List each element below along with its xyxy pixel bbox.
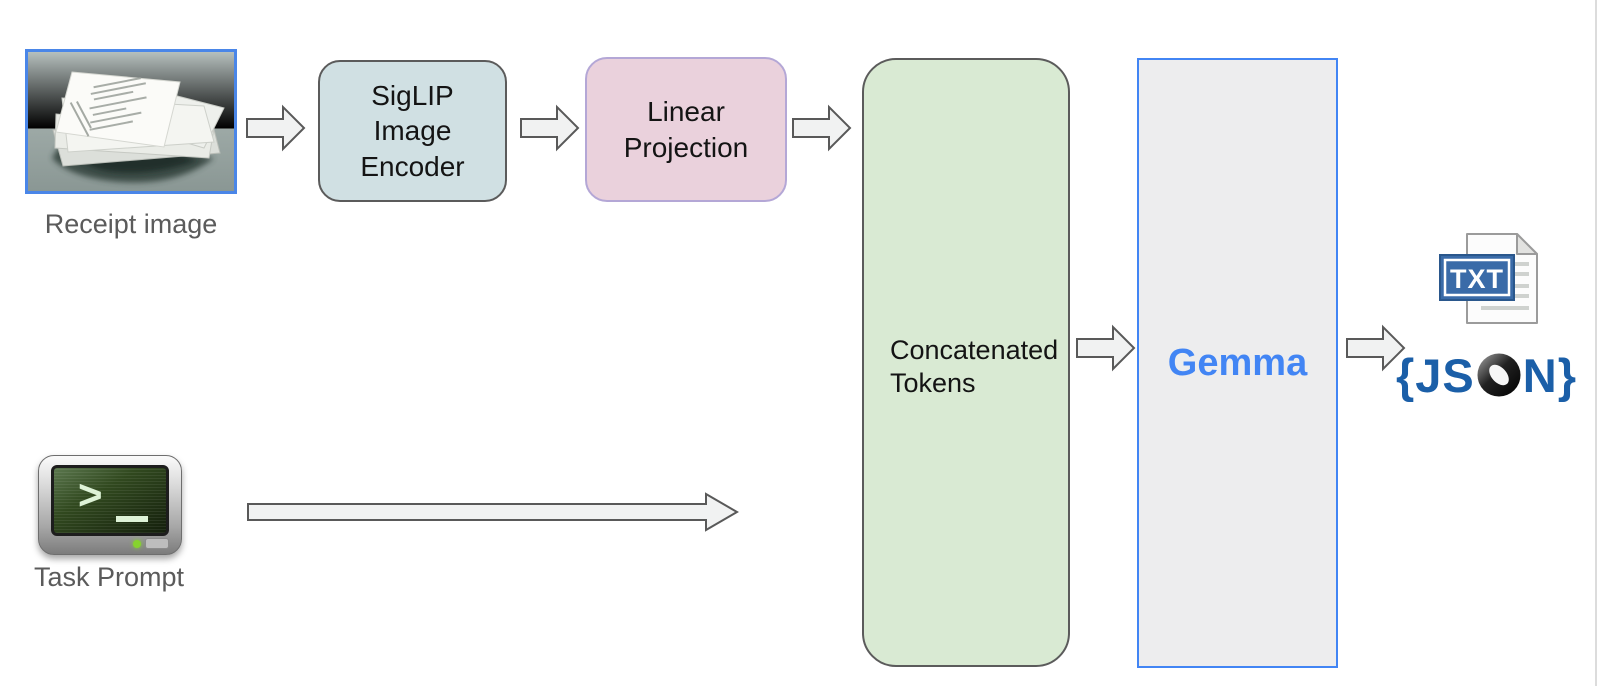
- flow-arrow-siglip-to-linear: [520, 104, 580, 152]
- gemma-model-node: Gemma: [1137, 58, 1338, 668]
- flow-arrow-linear-to-tokens: [792, 104, 852, 152]
- receipt-stack-photo: [25, 49, 237, 194]
- linear-projection-node: Linear Projection: [585, 57, 787, 202]
- terminal-icon: >: [38, 455, 182, 555]
- siglip-encoder-label: SigLIP Image Encoder: [360, 79, 465, 182]
- flow-arrow-gemma-to-outputs: [1346, 324, 1406, 372]
- receipt-photo-art: [28, 52, 234, 191]
- receipt-image-label: Receipt image: [44, 209, 218, 239]
- terminal-power-led: [133, 540, 141, 548]
- json-o-torus-icon: [1476, 352, 1522, 398]
- task-prompt-label: Task Prompt: [33, 562, 185, 592]
- linear-projection-label: Linear Projection: [623, 95, 749, 163]
- terminal-prompt-glyph: >: [78, 471, 103, 518]
- txt-file-icon: TXT: [1439, 233, 1538, 324]
- flow-arrow-receipt-to-siglip: [246, 104, 306, 152]
- flow-arrow-tokens-to-gemma: [1076, 324, 1136, 372]
- json-logo: {JS N}: [1396, 344, 1577, 406]
- canvas-edge-divider: [1595, 0, 1597, 686]
- terminal-button: [145, 538, 169, 549]
- terminal-cursor: [116, 516, 148, 522]
- json-logo-text-left: {JS: [1396, 348, 1475, 402]
- siglip-encoder-node: SigLIP Image Encoder: [318, 60, 507, 202]
- flow-arrow-prompt-to-tokens: [247, 492, 739, 532]
- concatenated-tokens-label: Concatenated Tokens: [890, 335, 1059, 398]
- gemma-model-label: Gemma: [1167, 341, 1308, 384]
- txt-badge-text: TXT: [1450, 264, 1504, 294]
- terminal-screen: >: [51, 465, 169, 536]
- json-logo-text-right: N}: [1522, 348, 1578, 402]
- concatenated-tokens-node: Concatenated Tokens: [862, 58, 1070, 667]
